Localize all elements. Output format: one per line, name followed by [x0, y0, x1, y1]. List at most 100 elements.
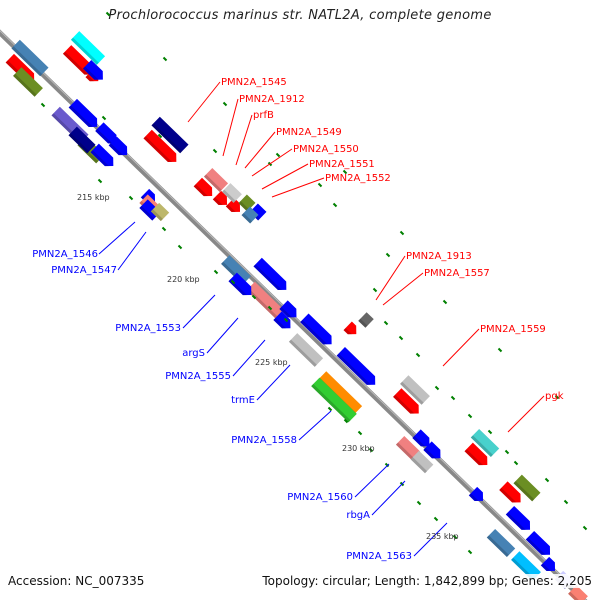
gene-feature[interactable] [203, 168, 229, 192]
gene-feature[interactable] [499, 481, 525, 506]
gene-feature[interactable] [468, 486, 487, 505]
gene-label[interactable]: PMN2A_1546 [32, 249, 98, 260]
gene-feature[interactable] [343, 321, 361, 339]
gene-feature[interactable] [273, 311, 294, 332]
gene-feature[interactable] [70, 31, 106, 65]
scale-tick [213, 269, 219, 275]
scale-tick [222, 101, 228, 107]
gene-label[interactable]: rbgA [346, 510, 370, 521]
scale-tick [544, 477, 550, 483]
gene-feature[interactable] [150, 202, 170, 222]
gene-feature[interactable] [513, 474, 541, 502]
gene-label[interactable]: PMN2A_1559 [480, 324, 546, 335]
gene-feature[interactable] [311, 377, 357, 423]
scale-tick [101, 115, 107, 121]
leader-line [375, 255, 406, 301]
gene-feature[interactable] [393, 388, 423, 418]
scale-tick [452, 534, 458, 540]
scale-tick [317, 182, 323, 188]
gene-feature[interactable] [525, 530, 554, 559]
gene-label[interactable]: PMN2A_1557 [424, 268, 490, 279]
scale-tick [398, 335, 404, 341]
gene-label[interactable]: PMN2A_1551 [309, 159, 375, 170]
gene-feature[interactable] [395, 436, 421, 460]
scale-tick [372, 287, 378, 293]
gene-feature[interactable] [90, 143, 117, 171]
scale-tick [40, 102, 46, 108]
gene-feature[interactable] [410, 450, 434, 474]
tick-label: 235 kbp [426, 532, 459, 541]
gene-label[interactable]: PMN2A_1547 [51, 265, 117, 276]
scale-tick [497, 347, 503, 353]
gene-feature[interactable] [13, 67, 43, 97]
gene-feature[interactable] [151, 116, 189, 154]
gene-feature[interactable] [486, 528, 516, 558]
leader-line [382, 272, 424, 306]
leader-line [206, 317, 239, 354]
gene-feature[interactable] [464, 442, 491, 470]
gene-feature[interactable] [279, 300, 300, 321]
scale-tick [267, 305, 273, 311]
scale-tick [343, 418, 349, 424]
gene-label[interactable]: PMN2A_1563 [346, 551, 412, 562]
scale-tick [487, 429, 493, 435]
gene-feature[interactable] [11, 39, 49, 77]
gene-feature[interactable] [193, 177, 217, 201]
gene-feature[interactable] [212, 190, 231, 209]
gene-label[interactable]: PMN2A_1545 [221, 77, 287, 88]
gene-feature[interactable] [95, 122, 121, 147]
scale-tick [399, 230, 405, 236]
gene-label[interactable]: argS [182, 348, 205, 359]
gene-feature[interactable] [238, 194, 256, 212]
scale-tick [162, 56, 168, 62]
scale-tick [105, 11, 111, 17]
gene-feature[interactable] [505, 505, 534, 534]
gene-label[interactable]: PMN2A_1913 [406, 251, 472, 262]
scale-tick [157, 133, 163, 139]
gene-feature[interactable] [358, 312, 374, 328]
gene-label[interactable]: pgk [545, 391, 564, 402]
gene-label[interactable]: PMN2A_1560 [287, 492, 353, 503]
scale-tick [504, 449, 510, 455]
scale-tick [554, 394, 560, 400]
gene-feature[interactable] [540, 556, 559, 575]
gene-feature[interactable] [470, 428, 500, 458]
tick-label: 220 kbp [167, 275, 200, 284]
gene-feature[interactable] [300, 313, 336, 348]
gene-label[interactable]: trmE [231, 395, 255, 406]
gene-feature[interactable] [222, 183, 242, 203]
leader-line [235, 114, 253, 166]
gene-feature[interactable] [288, 333, 324, 367]
gene-feature[interactable] [253, 257, 290, 294]
scale-tick [563, 499, 569, 505]
gene-feature[interactable] [412, 429, 433, 450]
gene-feature[interactable] [108, 136, 132, 160]
gene-feature[interactable] [241, 206, 259, 224]
scale-tick [582, 525, 588, 531]
gene-label[interactable]: prfB [253, 110, 274, 121]
scale-tick [357, 430, 363, 436]
gene-feature[interactable] [68, 126, 96, 154]
leader-line [271, 177, 325, 198]
gene-feature[interactable] [143, 129, 180, 166]
gene-feature[interactable] [68, 98, 102, 131]
leader-line [354, 463, 390, 498]
gene-feature[interactable] [82, 60, 107, 84]
gene-label[interactable]: PMN2A_1558 [231, 435, 297, 446]
gene-feature[interactable] [246, 281, 284, 319]
scale-tick [342, 169, 348, 175]
gene-label[interactable]: PMN2A_1555 [165, 371, 231, 382]
accession-text: Accession: NC_007335 [8, 574, 145, 588]
gene-label[interactable]: PMN2A_1550 [293, 144, 359, 155]
gene-label[interactable]: PMN2A_1552 [325, 173, 391, 184]
gene-label[interactable]: PMN2A_1549 [276, 127, 342, 138]
gene-feature[interactable] [423, 441, 444, 462]
gene-label[interactable]: PMN2A_1553 [115, 323, 181, 334]
leader-line [256, 364, 291, 401]
gene-label[interactable]: PMN2A_1912 [239, 94, 305, 105]
gene-feature[interactable] [225, 197, 244, 216]
leader-line [244, 131, 276, 169]
gene-feature[interactable] [336, 346, 380, 389]
gene-feature[interactable] [400, 375, 430, 405]
